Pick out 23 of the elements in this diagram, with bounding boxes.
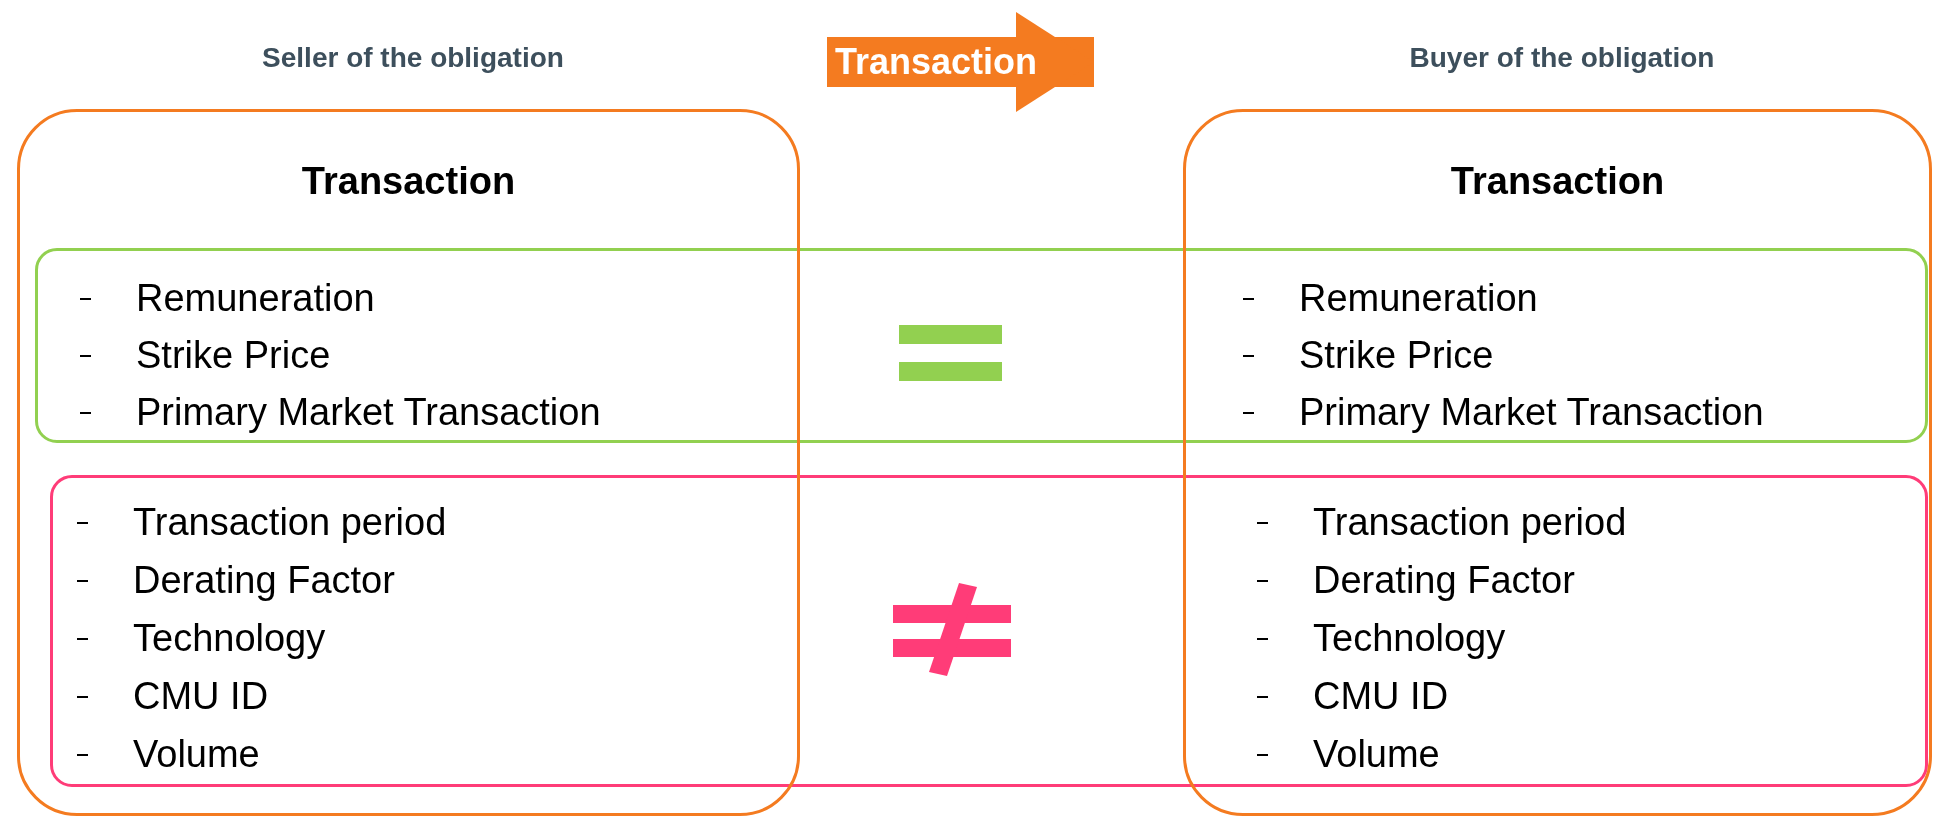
- list-item: Primary Market Transaction: [1299, 390, 1764, 435]
- list-item: Primary Market Transaction: [136, 390, 601, 435]
- panel-title: Transaction: [1449, 159, 1666, 204]
- rounded-band: [50, 475, 1928, 787]
- list-item: Transaction period: [133, 500, 447, 545]
- list-item: Strike Price: [136, 333, 331, 378]
- column-heading: Buyer of the obligation: [1408, 41, 1716, 75]
- list-item: Derating Factor: [1313, 558, 1575, 603]
- list-item: Remuneration: [1299, 276, 1538, 321]
- list-item: Technology: [133, 616, 326, 661]
- arrow: [827, 12, 1094, 112]
- list-item: Transaction period: [1313, 500, 1627, 545]
- rounded-band: [35, 248, 1928, 443]
- list-item: CMU ID: [1313, 674, 1449, 719]
- list-item: Derating Factor: [133, 558, 395, 603]
- list-item: Volume: [133, 732, 260, 777]
- list-item: Remuneration: [136, 276, 375, 321]
- list-item: Technology: [1313, 616, 1506, 661]
- panel-title: Transaction: [300, 159, 517, 204]
- list-item: Volume: [1313, 732, 1440, 777]
- column-heading: Seller of the obligation: [261, 41, 565, 75]
- list-item: Strike Price: [1299, 333, 1494, 378]
- list-item: CMU ID: [133, 674, 269, 719]
